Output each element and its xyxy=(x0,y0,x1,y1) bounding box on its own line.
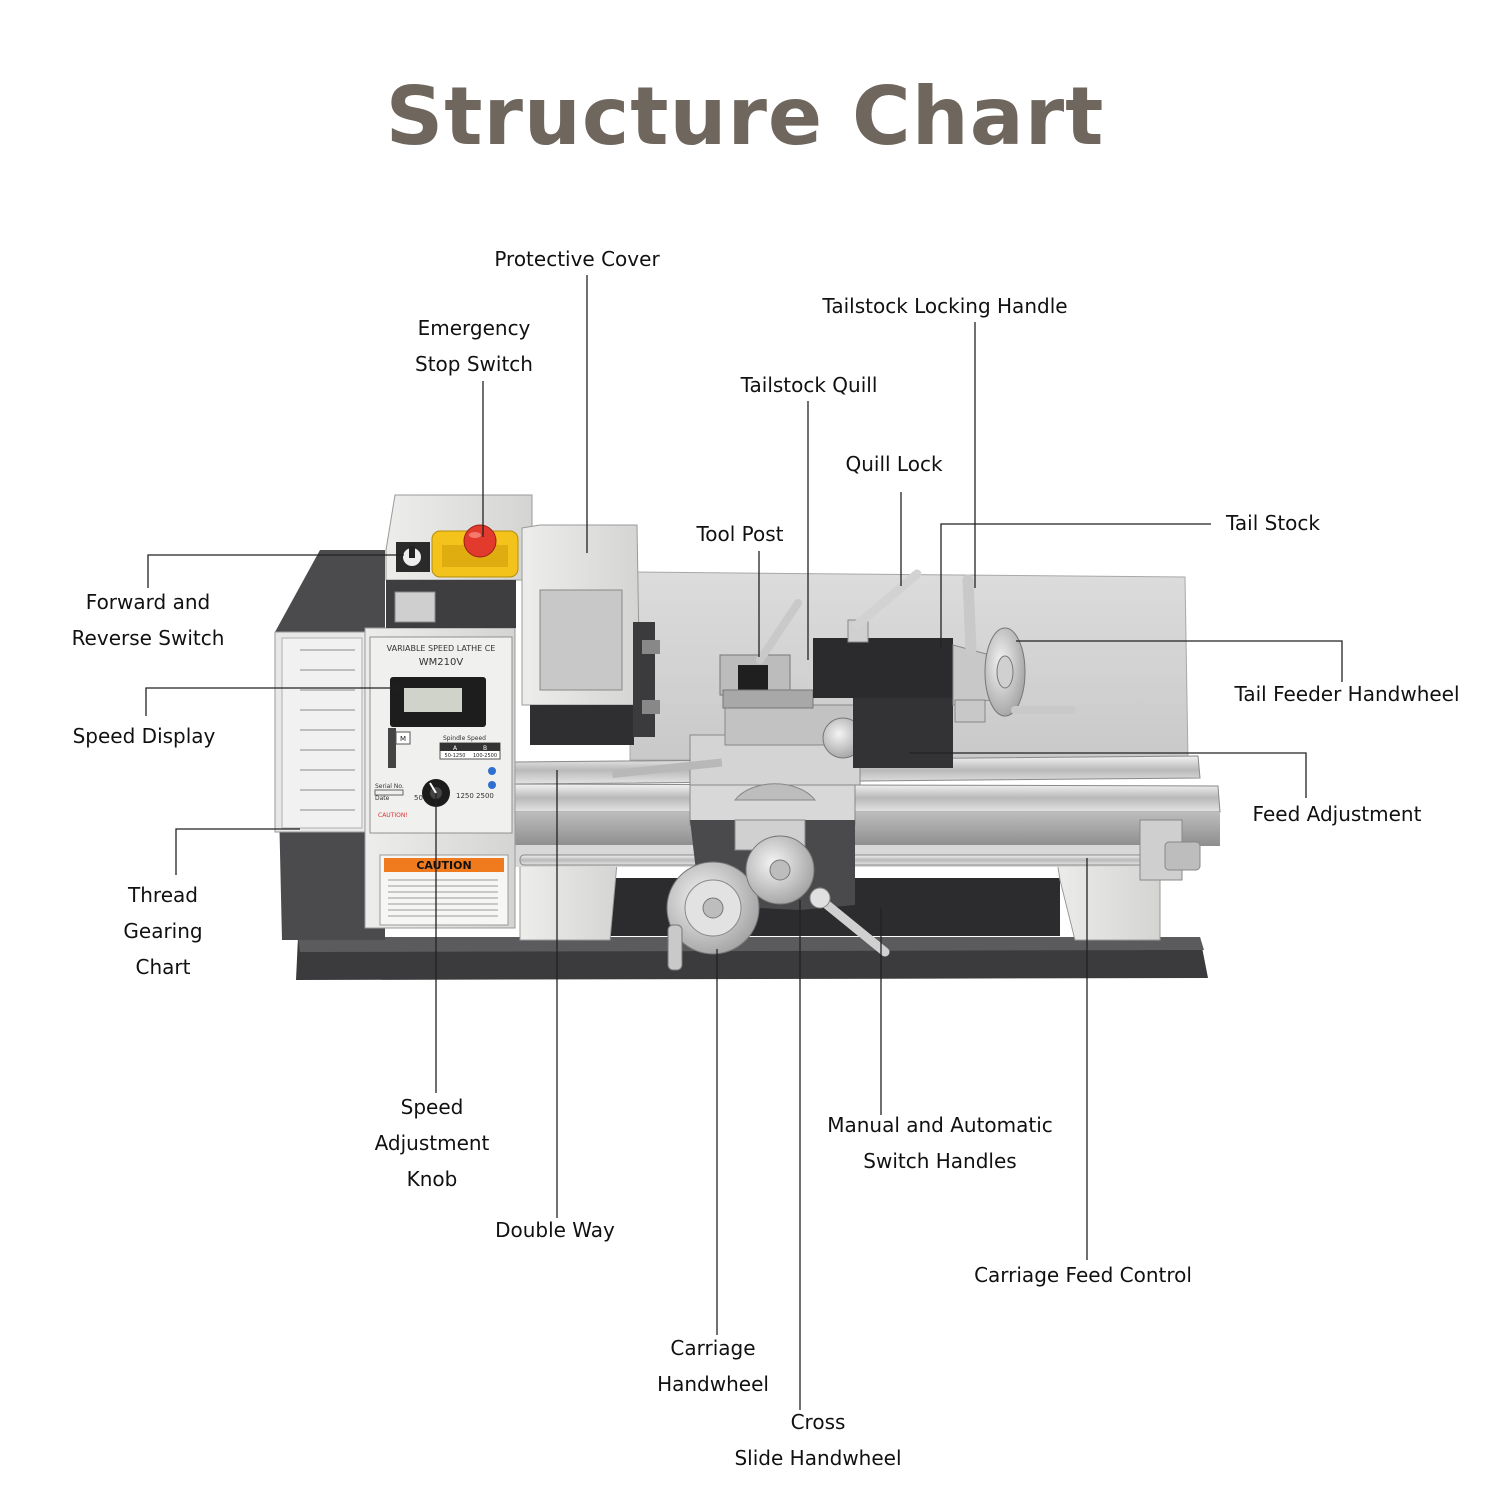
model-text: WM210V xyxy=(419,657,464,668)
mode-mark: M xyxy=(400,735,406,743)
knob-high: 1250 2500 xyxy=(456,792,494,800)
leader-lines xyxy=(145,275,1343,1410)
leader-forward-reverse xyxy=(147,554,404,588)
apron-handwheel xyxy=(745,835,890,957)
tail-stock xyxy=(813,569,991,768)
forward-reverse-switch xyxy=(396,542,430,572)
front-control-plate: VARIABLE SPEED LATHE CE WM210V M Spindle… xyxy=(369,636,513,834)
thread-gearing-chart-plate xyxy=(281,637,363,829)
base-tray xyxy=(296,937,1208,980)
label-carriage-handwheel: Carriage Handwheel xyxy=(657,1336,769,1396)
label-tool-post: Tool Post xyxy=(696,522,784,546)
panel-title-text: VARIABLE SPEED LATHE CE xyxy=(387,644,496,653)
label-speed-adjustment-knob: Speed Adjustment Knob xyxy=(374,1095,490,1191)
knob-low: 50 xyxy=(414,794,423,802)
label-tailstock-quill: Tailstock Quill xyxy=(740,373,878,397)
label-protective-cover: Protective Cover xyxy=(494,247,660,271)
caution-sign: CAUTION xyxy=(379,854,509,926)
label-emergency-stop-switch: Emergency Stop Switch xyxy=(415,316,533,376)
caution-sign-text: CAUTION xyxy=(416,859,471,872)
label-feed-adjustment: Feed Adjustment xyxy=(1252,802,1422,826)
label-cross-slide-handwheel: Cross Slide Handwheel xyxy=(734,1410,902,1470)
leader-tail-feeder xyxy=(1016,640,1343,682)
leader-tail-stock xyxy=(940,523,1211,648)
chuck xyxy=(633,622,660,737)
carriage-handwheel xyxy=(666,861,760,971)
label-tail-feeder-handwheel: Tail Feeder Handwheel xyxy=(1234,682,1460,706)
leader-thread-gearing xyxy=(175,828,300,875)
col-b: B xyxy=(483,745,487,752)
page-title: Structure Chart xyxy=(385,70,1105,163)
leader-speed-display xyxy=(145,687,397,716)
protective-cover xyxy=(521,524,641,745)
leader-feed-adjustment xyxy=(909,752,1307,798)
label-double-way: Double Way xyxy=(495,1218,615,1242)
range-a: 50-1250 xyxy=(445,753,466,759)
tool-post xyxy=(612,599,814,778)
spindle-speed-text: Spindle Speed xyxy=(443,735,486,742)
label-forward-reverse-switch: Forward and Reverse Switch xyxy=(71,590,225,650)
tail-feeder-handwheel xyxy=(984,627,1076,717)
label-tail-stock: Tail Stock xyxy=(1226,511,1320,535)
caution-small-text: CAUTION! xyxy=(378,812,408,819)
range-b: 100-2500 xyxy=(473,753,497,759)
label-manual-automatic-switch-handles: Manual and Automatic Switch Handles xyxy=(827,1113,1053,1173)
label-tailstock-locking-handle: Tailstock Locking Handle xyxy=(822,294,1068,318)
lcd xyxy=(404,688,462,712)
emergency-stop-switch xyxy=(431,524,519,578)
label-carriage-feed-control: Carriage Feed Control xyxy=(974,1263,1192,1287)
label-speed-display: Speed Display xyxy=(72,724,216,748)
date-text: Date xyxy=(375,795,390,802)
label-quill-lock: Quill Lock xyxy=(845,452,943,476)
serial-no-text: Serial No. xyxy=(375,783,404,790)
label-thread-gearing-chart: Thread Gearing Chart xyxy=(123,883,203,979)
col-a: A xyxy=(453,745,458,752)
